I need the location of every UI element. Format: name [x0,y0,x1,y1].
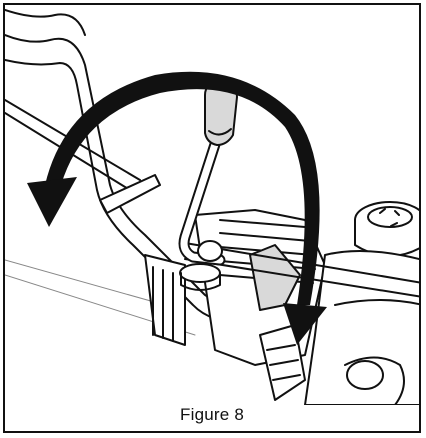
fuel-cap [354,201,419,257]
snowblower-handle-illustration [5,9,419,405]
engine-housing-right [259,250,419,405]
shift-lever [178,80,238,291]
rotation-arrow [27,71,327,345]
figure-frame: Figure 8 [3,3,421,433]
arrowhead-bottom [283,303,327,345]
arrowhead-left [27,177,77,227]
figure-caption: Figure 8 [180,405,244,424]
